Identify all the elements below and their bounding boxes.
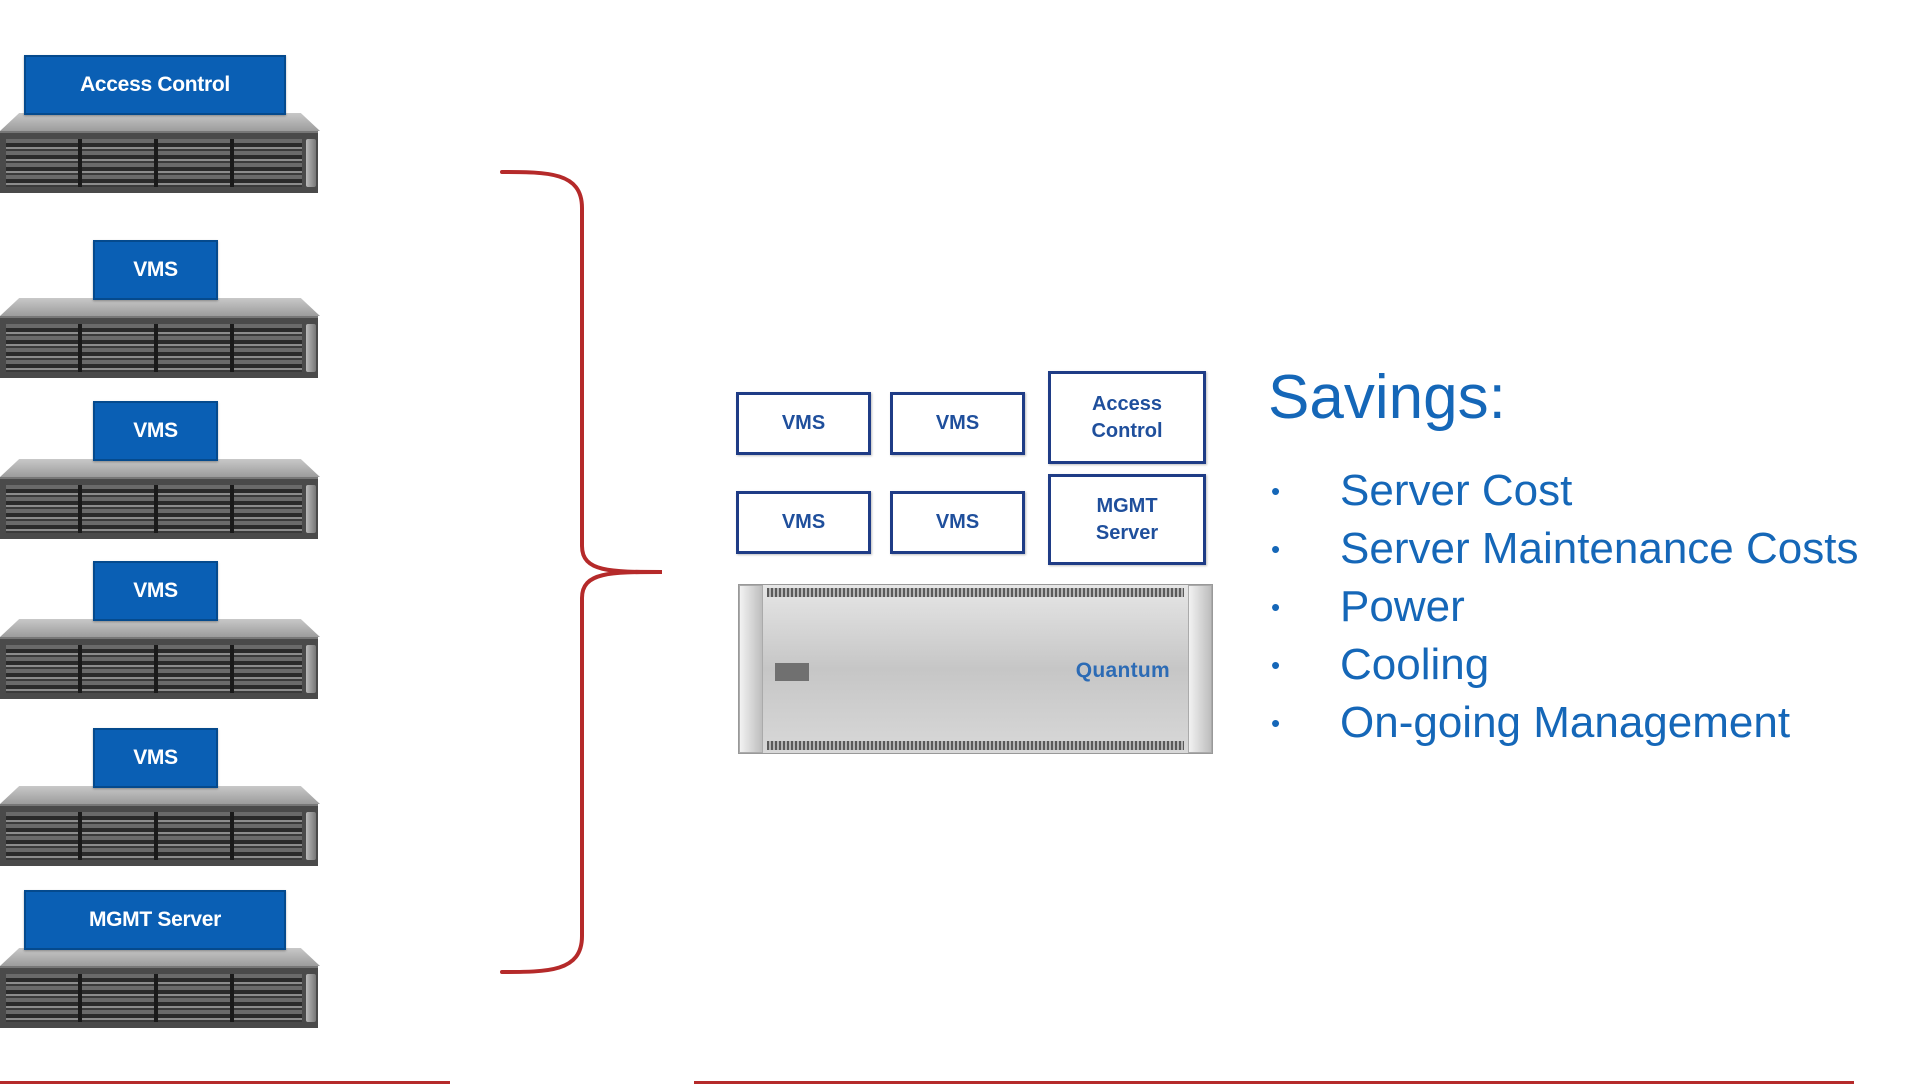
appliance-vent	[767, 741, 1184, 750]
server-vms-4: VMS	[0, 728, 320, 868]
server-chassis-top	[0, 786, 320, 804]
bullet-icon: •	[1271, 708, 1281, 738]
appliance-tab	[775, 663, 809, 681]
bullet-icon: •	[1271, 534, 1281, 564]
quantum-appliance: Quantum	[738, 584, 1213, 754]
server-chassis-front	[0, 637, 318, 699]
curly-brace	[500, 170, 663, 974]
savings-title: Savings:	[1268, 363, 1506, 432]
server-vms-1: VMS	[0, 240, 320, 380]
server-chassis-front	[0, 316, 318, 378]
vm-box-mgmt-server: MGMT Server	[1048, 474, 1206, 565]
savings-item-text: Power	[1340, 582, 1465, 631]
server-chassis-top	[0, 459, 320, 477]
savings-item-text: On-going Management	[1340, 698, 1791, 747]
quantum-logo: Quantum	[1075, 659, 1170, 682]
server-chassis-top	[0, 948, 320, 966]
vm-box-vms: VMS	[890, 392, 1025, 455]
savings-item-text: Server Cost	[1340, 466, 1573, 515]
appliance-rack-ear	[1188, 585, 1212, 753]
server-mgmt: MGMT Server	[0, 890, 320, 1030]
server-label: VMS	[93, 240, 218, 300]
savings-item-text: Server Maintenance Costs	[1340, 524, 1859, 573]
server-vms-2: VMS	[0, 401, 320, 541]
server-chassis-front	[0, 966, 318, 1028]
bullet-icon: •	[1271, 650, 1281, 680]
savings-item-text: Cooling	[1340, 640, 1490, 689]
server-label: VMS	[93, 401, 218, 461]
server-chassis-front	[0, 477, 318, 539]
appliance-vent	[767, 588, 1184, 597]
vm-box-vms: VMS	[736, 491, 871, 554]
server-access-control: Access Control	[0, 55, 320, 195]
server-label: VMS	[93, 728, 218, 788]
server-chassis-top	[0, 619, 320, 637]
appliance-rack-ear	[739, 585, 763, 753]
server-chassis-top	[0, 298, 320, 316]
vm-box-access-control: Access Control	[1048, 371, 1206, 464]
server-label: VMS	[93, 561, 218, 621]
server-chassis-front	[0, 131, 318, 193]
server-vms-3: VMS	[0, 561, 320, 701]
server-chassis-front	[0, 804, 318, 866]
bullet-icon: •	[1271, 476, 1281, 506]
server-label: MGMT Server	[24, 890, 286, 950]
vm-box-vms: VMS	[736, 392, 871, 455]
server-chassis-top	[0, 113, 320, 131]
bullet-icon: •	[1271, 592, 1281, 622]
server-label: Access Control	[24, 55, 286, 115]
vm-box-vms: VMS	[890, 491, 1025, 554]
